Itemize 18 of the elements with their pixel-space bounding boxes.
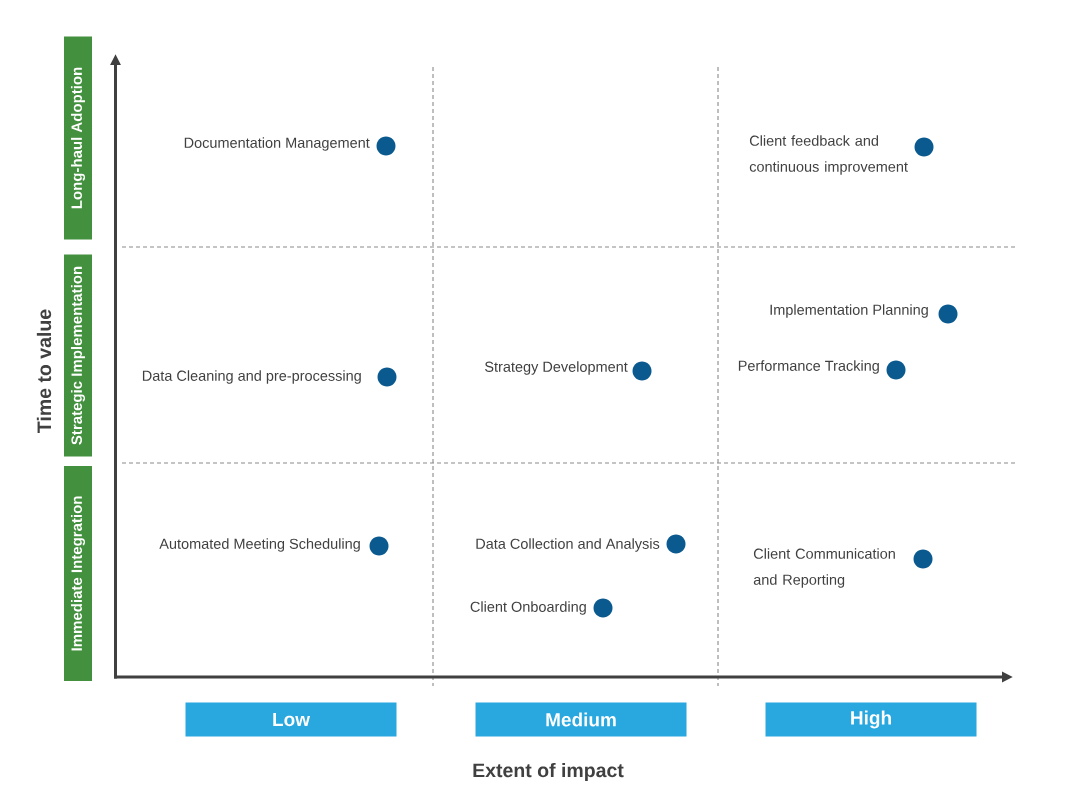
point-label: Implementation Planning bbox=[770, 304, 928, 318]
point-label: Client Onboarding bbox=[470, 601, 586, 615]
point-label: Documentation Management bbox=[184, 137, 370, 151]
category-band: Long-haul Adoption bbox=[64, 36, 92, 240]
point-label: Strategy Development bbox=[485, 361, 628, 375]
category-band: Medium bbox=[475, 702, 687, 737]
category-band: Strategic Implementation bbox=[64, 254, 92, 457]
axis-title: Extent of impact bbox=[473, 762, 624, 782]
point-label: Client Communication and Reporting bbox=[753, 548, 895, 588]
point-label: Client feedback and continuous improvement bbox=[749, 135, 908, 175]
point-label: Data Collection and Analysis bbox=[476, 538, 660, 552]
category-band: High bbox=[765, 702, 977, 737]
point-label: Data Cleaning and pre-processing bbox=[142, 370, 361, 384]
axis-title: Time to value bbox=[36, 309, 52, 433]
point-label: Performance Tracking bbox=[738, 360, 879, 374]
category-band: Immediate Integration bbox=[64, 466, 92, 681]
point-label: Automated Meeting Scheduling bbox=[159, 538, 360, 552]
category-band: Low bbox=[185, 702, 397, 737]
